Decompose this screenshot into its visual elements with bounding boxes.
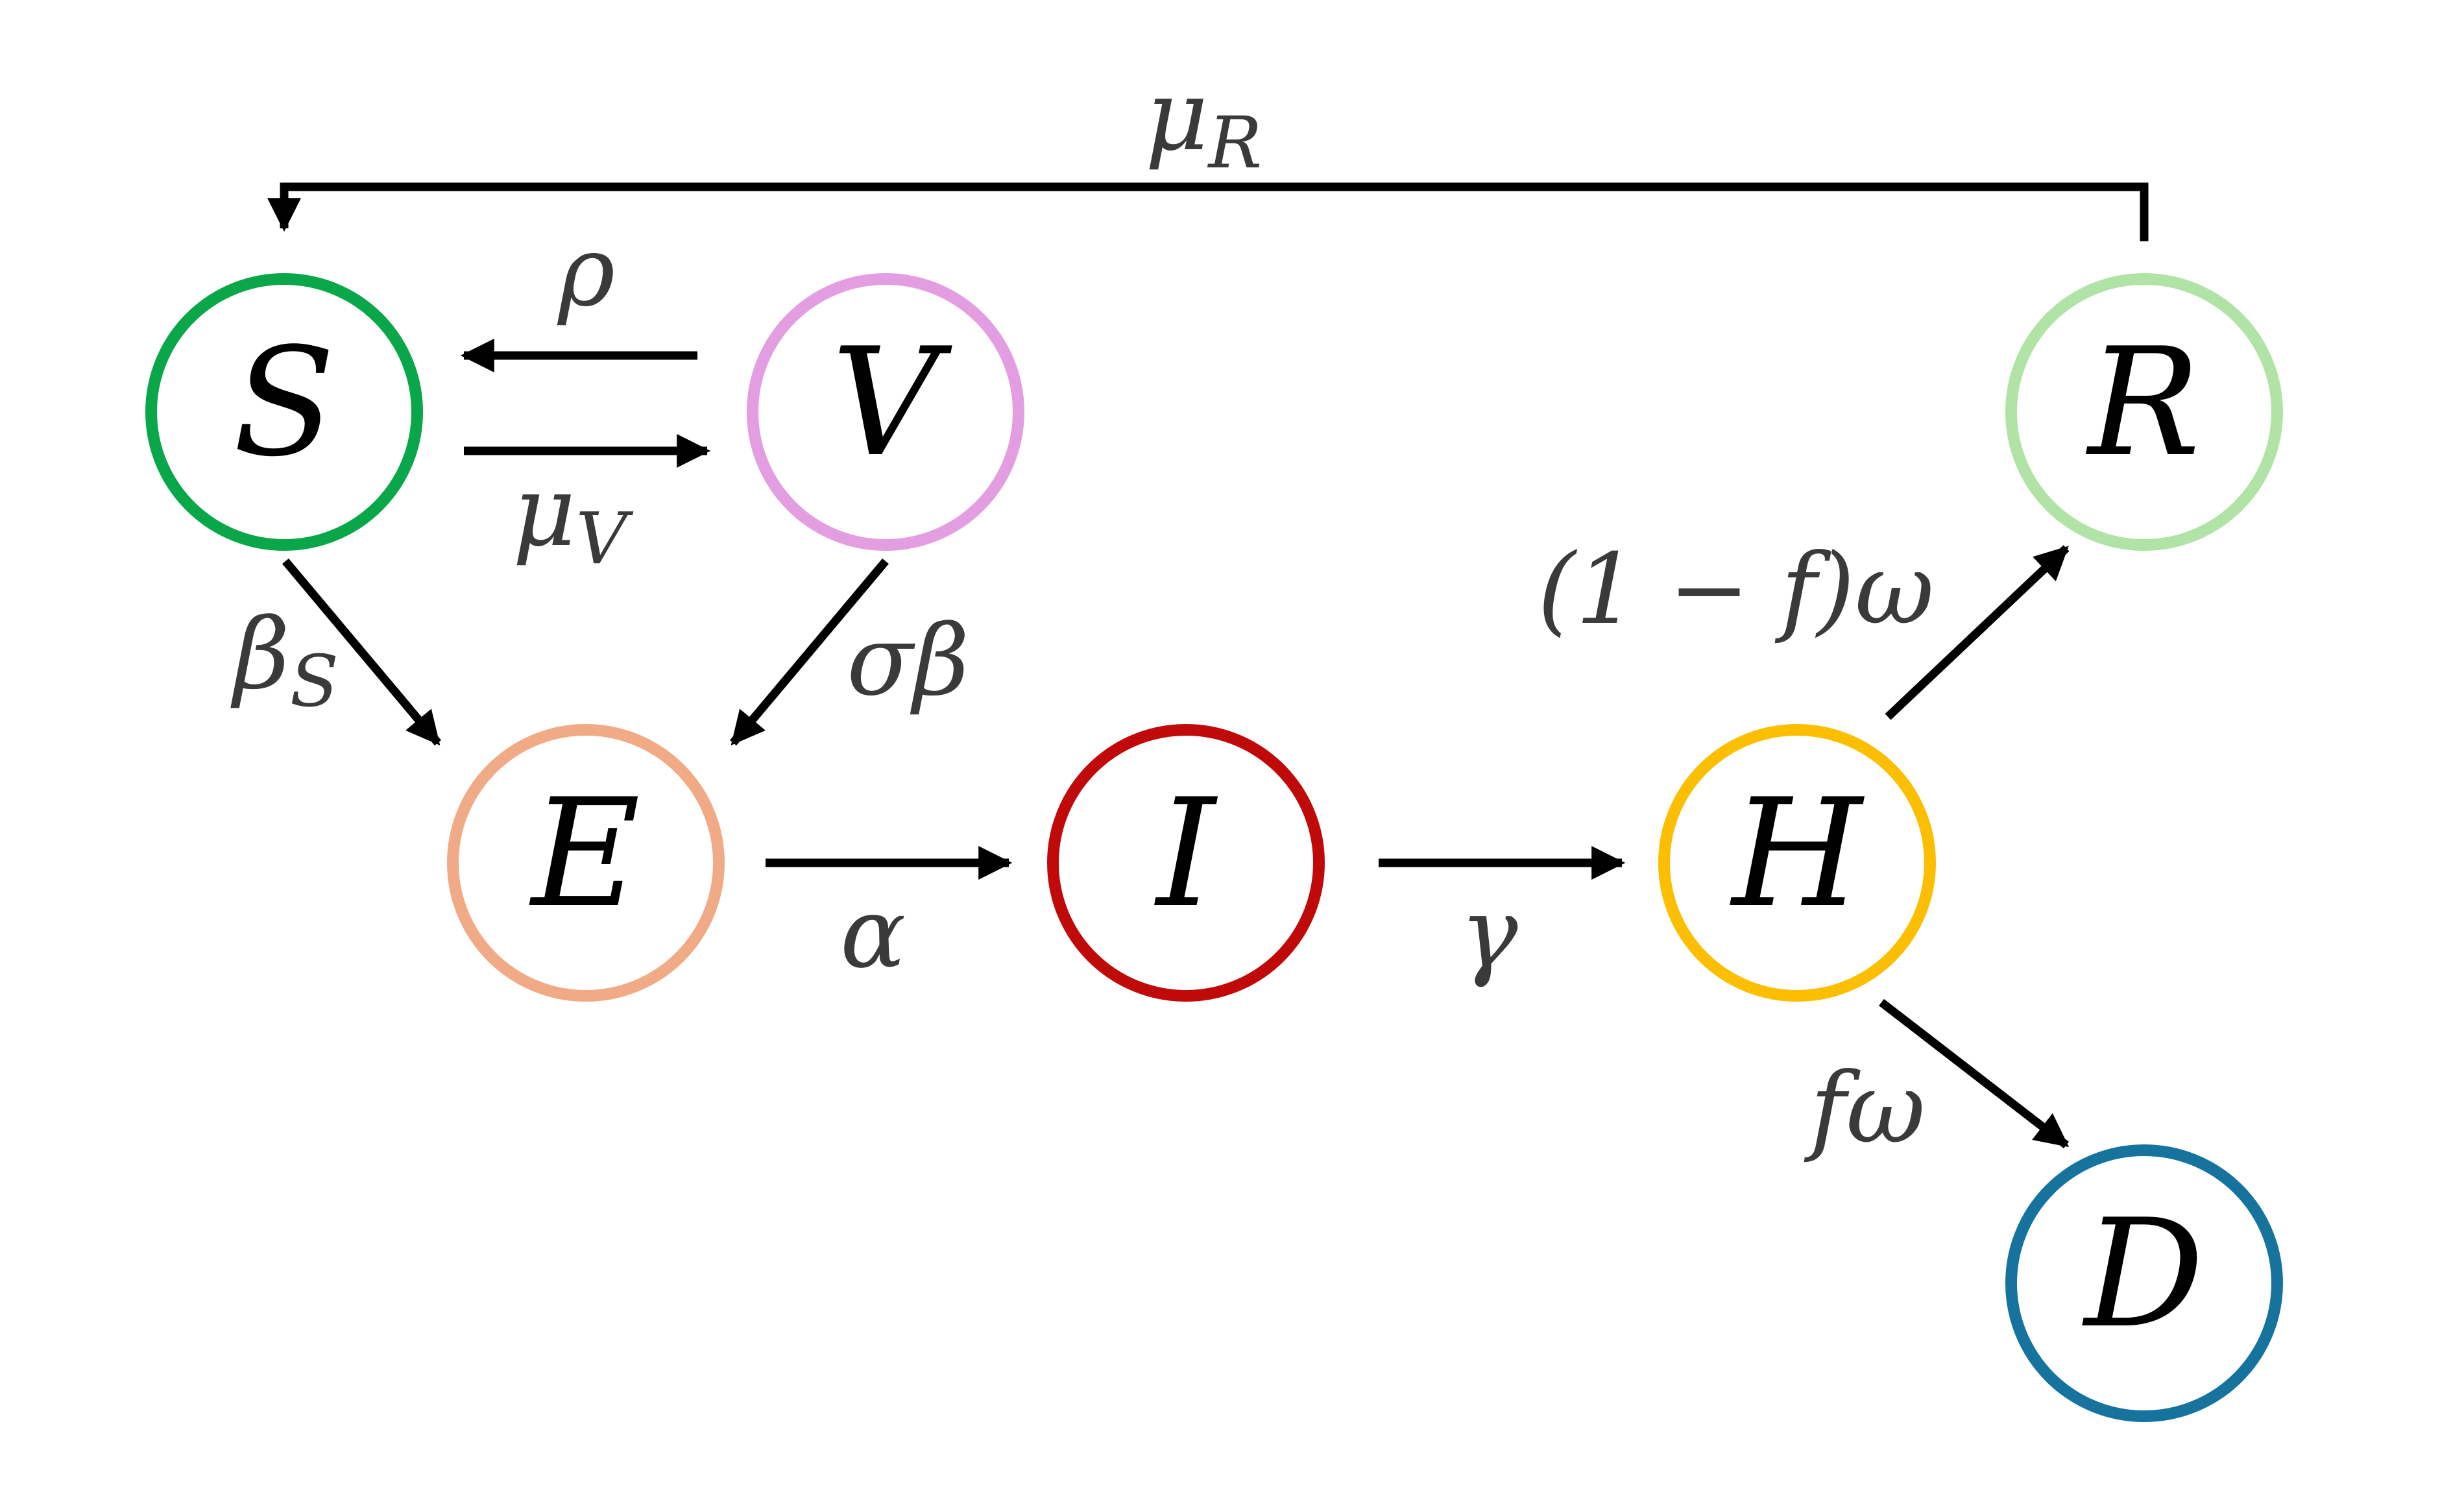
node-e: E [447,724,725,1002]
node-h-circle [1658,724,1936,1002]
node-d-circle [2005,1144,2283,1422]
edge-r-to-s [267,182,2149,241]
rate-label-s-to-e-main: β [230,598,290,711]
node-r: R [2005,273,2283,551]
node-r-circle [2005,273,2283,551]
node-s-label: S [233,317,335,490]
rate-label-s-to-e: βS [230,598,339,723]
node-s-circle [145,273,423,551]
node-i-circle [1047,724,1325,1002]
node-e-label: E [529,767,640,941]
rate-label-r-to-s-main: μ [1145,60,1209,173]
edge-v-to-e [730,558,889,746]
rate-label-h-to-d: fω [1804,1052,1926,1165]
node-i-label: I [1154,767,1218,941]
node-h: H [1658,724,1936,1002]
node-e-circle [447,724,725,1002]
rate-label-h-to-r: (1 − f)ω [1538,533,1934,646]
edge-h-to-r [1885,545,2070,720]
node-i: I [1047,724,1325,1002]
rate-label-s-to-v-sub: V [576,497,634,580]
rate-label-i-to-h: γ [1460,877,1518,990]
rate-label-r-to-s-sub: R [1207,101,1262,184]
edge-s-to-e [282,558,441,746]
rate-label-s-to-v-main: μ [513,455,576,568]
node-v-label: V [832,317,952,490]
node-h-label: H [1730,767,1865,941]
rate-label-v-to-e: σβ [847,605,969,718]
node-v-circle [747,273,1024,551]
node-v: V [747,273,1024,551]
rate-label-e-to-i: α [840,877,906,990]
node-d-label: D [2082,1188,2204,1361]
edge-h-to-d [1879,998,2070,1149]
rate-label-v-to-s: ρ [557,215,615,328]
node-d: D [2005,1144,2283,1422]
node-s: S [145,273,423,551]
node-r-label: R [2085,317,2200,490]
rate-label-r-to-s: μR [1145,60,1262,184]
rate-label-s-to-v: μV [513,455,634,580]
rate-label-s-to-e-sub: S [290,640,339,723]
